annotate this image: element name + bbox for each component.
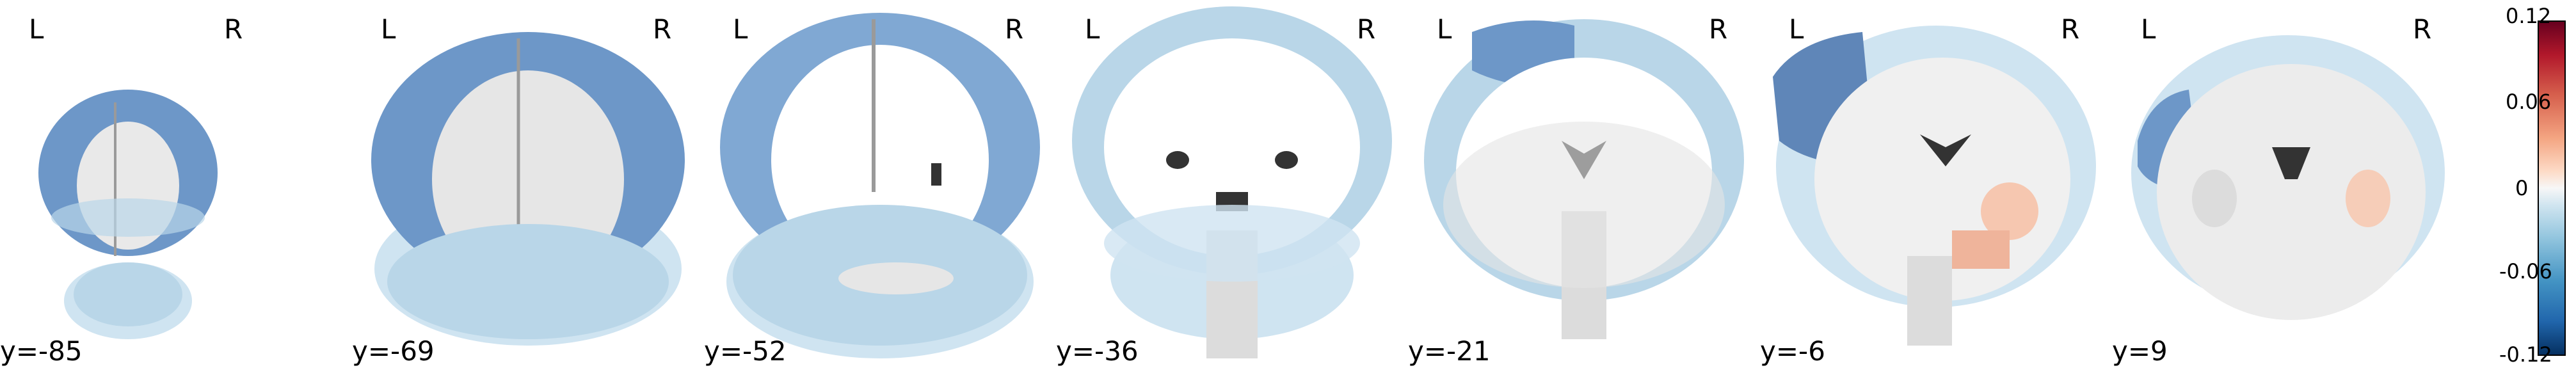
slice-coordinate-label: y=-85: [0, 335, 83, 367]
left-orientation-label: L: [733, 13, 748, 45]
left-orientation-label: L: [1085, 13, 1100, 45]
left-orientation-label: L: [381, 13, 396, 45]
slice-coordinate-label: y=-36: [1056, 335, 1139, 367]
colorbar-tick-0: 0.12: [2506, 4, 2552, 28]
right-orientation-label: R: [1005, 13, 1024, 45]
slice-coordinate-label: y=9: [2112, 335, 2168, 367]
right-orientation-label: R: [1709, 13, 1728, 45]
colorbar: [2538, 0, 2576, 368]
brain-slice-image: [1424, 19, 1744, 339]
brain-slice-image: [720, 13, 1040, 358]
right-orientation-label: R: [653, 13, 672, 45]
brain-slice-image: [1072, 6, 1392, 358]
left-orientation-label: L: [1789, 13, 1804, 45]
brain-slice-panel-4: L R y=-36: [1056, 0, 1408, 368]
brain-slice-panel-2: L R y=-69: [352, 0, 704, 368]
slice-coordinate-label: y=-21: [1408, 335, 1491, 367]
brain-slice-image: [38, 90, 218, 339]
brain-slice-image: [1773, 26, 2096, 346]
slice-coordinate-label: y=-6: [1760, 335, 1825, 367]
brain-slice-panel-6: L R y=-6: [1760, 0, 2112, 368]
colorbar-gradient: [2538, 20, 2566, 356]
right-orientation-label: R: [224, 13, 243, 45]
brain-slice-image: [371, 32, 685, 346]
left-orientation-label: L: [2141, 13, 2156, 45]
colorbar-tick-1: 0.06: [2506, 90, 2552, 114]
right-orientation-label: R: [1357, 13, 1376, 45]
brain-slice-image: [2131, 35, 2445, 320]
brain-slice-panel-7: L R y=9: [2112, 0, 2464, 368]
colorbar-tick-4: -0.12: [2499, 342, 2552, 367]
left-orientation-label: L: [1437, 13, 1452, 45]
brain-slice-panel-3: L R y=-52: [704, 0, 1056, 368]
slice-coordinate-label: y=-69: [352, 335, 435, 367]
slice-coordinate-label: y=-52: [704, 335, 787, 367]
left-orientation-label: L: [29, 13, 44, 45]
colorbar-tick-2: 0: [2515, 176, 2529, 200]
brain-slice-panel-5: L R y=-21: [1408, 0, 1760, 368]
right-orientation-label: R: [2413, 13, 2432, 45]
right-orientation-label: R: [2061, 13, 2080, 45]
brain-slice-panel-1: L R y=-85: [0, 0, 352, 368]
colorbar-tick-3: -0.06: [2499, 259, 2552, 284]
